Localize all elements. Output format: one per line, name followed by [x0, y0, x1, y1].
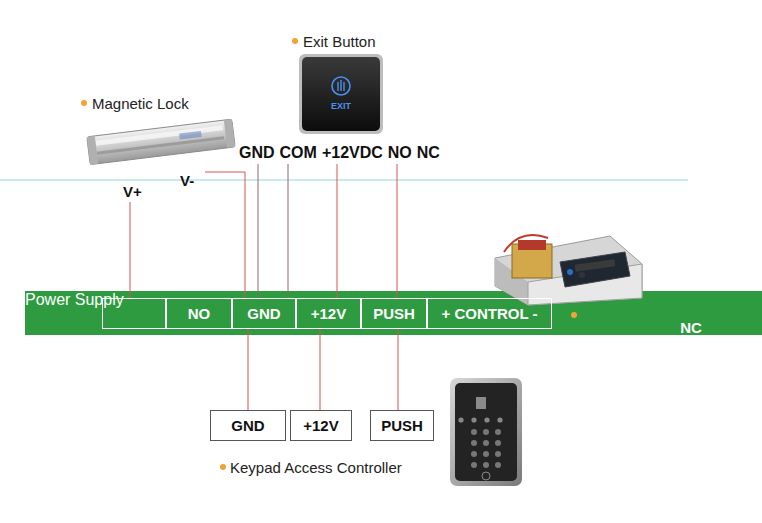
terminal-label: +12V [311, 305, 346, 322]
pin-name: V- [180, 172, 194, 189]
terminal-label: NC [680, 319, 702, 336]
wire [288, 164, 289, 298]
part-name: Magnetic Lock [92, 95, 189, 112]
pin-name: V+ [123, 183, 142, 200]
power-supply-band: NC NO GND +12V PUSH + CONTROL - Power Supply [25, 291, 762, 335]
device-name: Power Supply [25, 291, 124, 309]
bullet [571, 312, 577, 318]
bullet [220, 464, 226, 470]
magnetic-lock-image [87, 119, 235, 165]
part-name: Exit Button [303, 33, 376, 50]
wire [337, 164, 338, 298]
terminal-label: PUSH [381, 417, 423, 434]
terminal-label: + CONTROL - [442, 305, 538, 322]
wire [397, 164, 398, 298]
pin-name: +12VDC [322, 144, 383, 162]
terminal-box: PUSH [361, 298, 427, 329]
terminal-label: NO [188, 305, 211, 322]
terminal-box: NO [166, 298, 232, 329]
button-caption: EXIT [331, 101, 351, 111]
wire [320, 329, 321, 410]
wire [258, 164, 259, 298]
keypad-image [450, 378, 522, 486]
terminal-label: GND [231, 417, 264, 434]
part-name: Keypad Access Controller [230, 459, 402, 476]
wire [398, 329, 399, 410]
controller-terminal-box: GND [210, 410, 286, 441]
pin-name: COM [280, 144, 317, 162]
terminal-label: PUSH [373, 305, 415, 322]
power-supply-image [495, 235, 642, 305]
wire [205, 172, 245, 298]
pin-name: NO [388, 144, 412, 162]
bullet [81, 100, 87, 106]
controller-terminal-box: PUSH [370, 410, 434, 441]
guide-line [0, 180, 688, 181]
bullet [292, 38, 298, 44]
exit-button-image [299, 54, 383, 134]
power-supply-band [25, 291, 762, 335]
wires [130, 164, 397, 298]
wire [248, 329, 249, 410]
wire [130, 202, 131, 298]
terminal-label: +12V [303, 417, 338, 434]
terminal-box: + CONTROL - [427, 298, 552, 329]
pin-name: NC [417, 144, 440, 162]
controller-terminal-box: +12V [290, 410, 352, 441]
terminal-label: GND [247, 305, 280, 322]
pin-name: GND [239, 144, 275, 162]
terminal-box: GND [232, 298, 296, 329]
terminal-box: +12V [296, 298, 361, 329]
